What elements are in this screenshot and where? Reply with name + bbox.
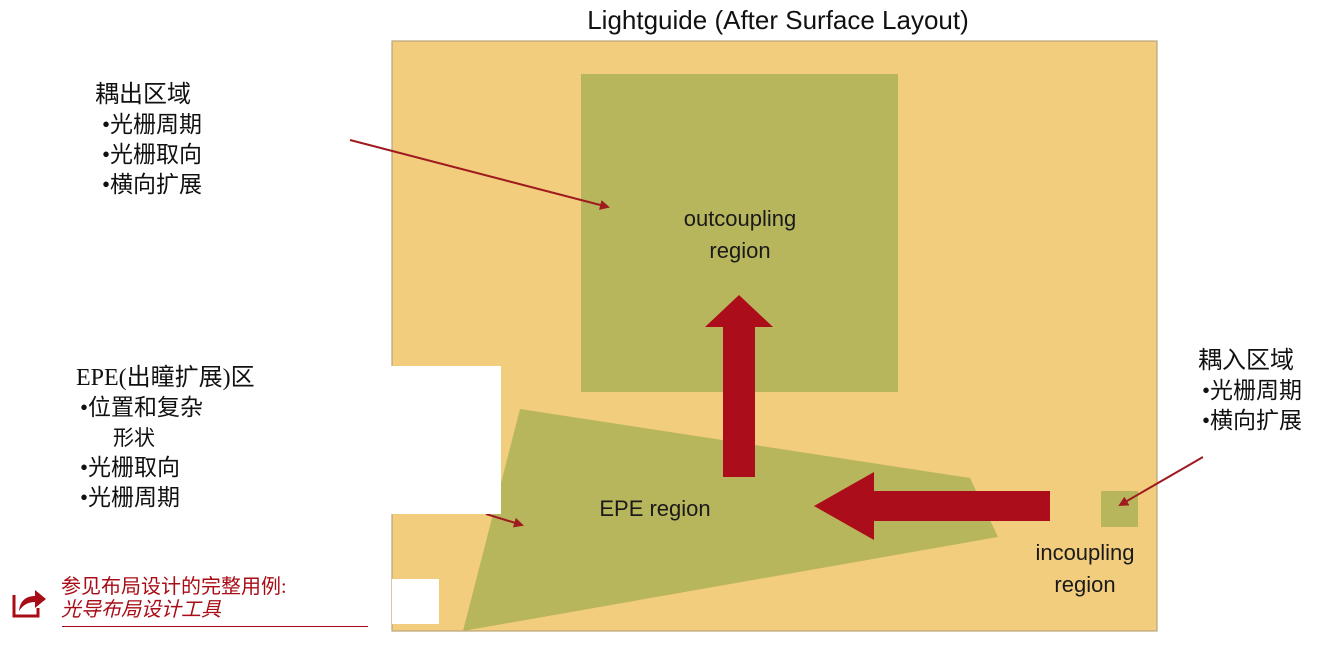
incoupling-region-label: incoupling region	[985, 537, 1185, 601]
annotation-heading: 耦入区域	[1198, 348, 1294, 374]
flow-arrow-left	[814, 472, 1050, 540]
share-arrow-icon[interactable]	[12, 586, 48, 618]
region-label-line: EPE region	[599, 496, 711, 521]
annotation-item: •光栅周期	[80, 485, 181, 510]
incoupling-pointer-arrow	[1118, 456, 1204, 507]
link-underline	[62, 626, 368, 627]
incoupling-annotation: 耦入区域 •光栅周期 •横向扩展	[1198, 346, 1302, 436]
layout-design-tool-link[interactable]: 光导布局设计工具	[61, 599, 221, 621]
epe-pointer-arrow	[485, 513, 524, 528]
region-label-line: region	[1054, 572, 1116, 597]
annotation-item: •光栅取向	[80, 455, 181, 480]
region-label-line: incoupling	[1035, 540, 1135, 565]
annotation-item: •位置和复杂	[80, 395, 204, 420]
annotation-item: 形状	[113, 426, 155, 450]
annotation-item: •光栅周期	[102, 112, 203, 137]
epe-region-label: EPE region	[555, 493, 755, 525]
use-case-link-block: 参见布局设计的完整用例: 光导布局设计工具	[12, 576, 372, 632]
link-text-block: 参见布局设计的完整用例: 光导布局设计工具	[61, 576, 287, 622]
region-label-line: outcoupling	[683, 206, 797, 231]
outcoupling-pointer-arrow	[349, 139, 610, 210]
link-prefix: 参见布局设计的完整用例:	[61, 576, 287, 598]
annotation-item: •光栅取向	[102, 142, 203, 167]
annotation-heading: EPE(出瞳扩展)区	[76, 365, 255, 391]
annotation-item: •横向扩展	[1202, 408, 1303, 433]
annotation-item: •横向扩展	[102, 172, 203, 197]
annotation-heading: 耦出区域	[95, 82, 191, 108]
white-overlay-box-small	[392, 579, 439, 624]
epe-region	[463, 409, 998, 631]
diagram-title: Lightguide (After Surface Layout)	[548, 0, 1008, 40]
outcoupling-region-label: outcoupling region	[640, 203, 840, 267]
region-label-line: region	[709, 238, 771, 263]
flow-arrow-up	[705, 295, 773, 477]
white-overlay-box	[376, 366, 501, 514]
epe-annotation: EPE(出瞳扩展)区 •位置和复杂 形状 •光栅取向 •光栅周期	[76, 363, 255, 513]
incoupling-region	[1101, 491, 1138, 527]
outcoupling-annotation: 耦出区域 •光栅周期 •光栅取向 •横向扩展	[95, 80, 202, 200]
annotation-item: •光栅周期	[1202, 378, 1303, 403]
